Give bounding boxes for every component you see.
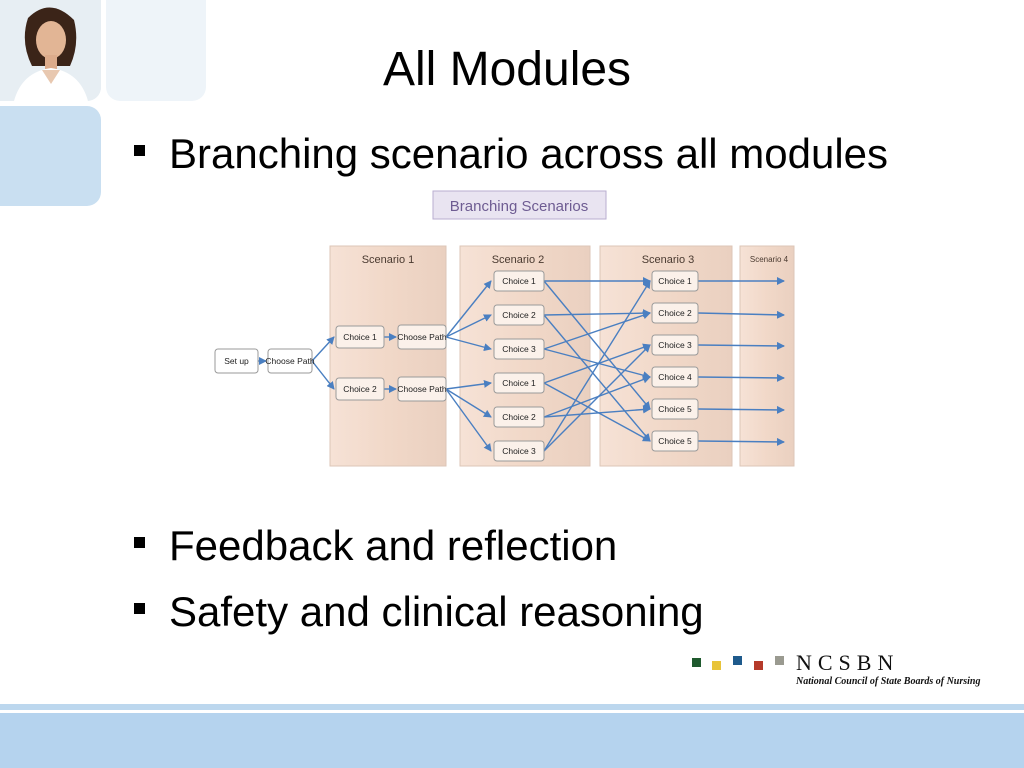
bullet-square-icon [134, 145, 145, 157]
node-choice [493, 270, 545, 292]
portrait-image [0, 0, 101, 101]
node-label: Choice 2 [658, 308, 692, 318]
node-label: Choice 3 [658, 340, 692, 350]
column-label: Scenario 4 [750, 255, 789, 264]
node-choose-path [397, 324, 447, 350]
node-label: Choice 5 [658, 404, 692, 414]
node-label: Choose Path [265, 356, 314, 366]
node-label: Choice 4 [658, 372, 692, 382]
node-label: Choose Path [397, 384, 446, 394]
logo-tagline: National Council of State Boards of Nurs… [796, 676, 981, 687]
node-label: Choice 3 [502, 446, 536, 456]
branching-diagram-svg: Branching Scenarios Scenario 1 Scenario … [214, 190, 795, 467]
node-choice [651, 398, 699, 420]
footer-band [0, 713, 1024, 768]
bullet-item: Safety and clinical reasoning [134, 586, 704, 638]
diagram-heading-box [432, 190, 607, 220]
node-label: Choice 1 [502, 378, 536, 388]
node-label: Choice 5 [658, 436, 692, 446]
footer-divider [0, 704, 1024, 710]
portrait-photo [0, 0, 101, 101]
diagram-heading: Branching Scenarios [450, 198, 588, 215]
node-label: Choice 1 [658, 276, 692, 286]
flow-arrows [258, 277, 785, 452]
node-label: Choice 3 [502, 344, 536, 354]
slide-title: All Modules [382, 43, 632, 96]
node-label: Choice 2 [502, 412, 536, 422]
logo-square-icon [712, 661, 721, 670]
decorative-tile [106, 0, 206, 101]
bullet-square-icon [134, 603, 145, 615]
node-label: Set up [224, 356, 249, 366]
node-label: Choice 2 [343, 384, 377, 394]
node-choice [651, 270, 699, 292]
node-choice [493, 338, 545, 360]
node-label: Choice 2 [502, 310, 536, 320]
branching-diagram: Branching Scenarios Scenario 1 Scenario … [212, 188, 804, 472]
column-label: Scenario 2 [492, 254, 545, 266]
bullet-text: Safety and clinical reasoning [169, 588, 704, 635]
node-choice [651, 430, 699, 452]
decorative-tile [0, 106, 101, 206]
node-choice [493, 440, 545, 462]
logo-square-icon [692, 658, 701, 667]
node-choice [493, 372, 545, 394]
node-label: Choice 1 [502, 276, 536, 286]
bullet-item: Feedback and reflection [134, 520, 617, 572]
node-choice [335, 377, 385, 401]
scenario-column [329, 245, 447, 467]
node-choice [651, 366, 699, 388]
node-label: Choice 1 [343, 332, 377, 342]
node-choice [651, 302, 699, 324]
bullet-item: Branching scenario across all modules [134, 128, 888, 180]
node-choice [335, 325, 385, 349]
logo-square-icon [754, 661, 763, 670]
ncsbn-logo: NCSBN National Council of State Boards o… [692, 650, 982, 694]
bullet-square-icon [134, 537, 145, 549]
node-label: Choose Path [397, 332, 446, 342]
logo-square-icon [775, 656, 784, 665]
bullet-text: Feedback and reflection [169, 522, 618, 569]
bullet-text: Branching scenario across all modules [169, 130, 889, 177]
column-label: Scenario 3 [642, 254, 695, 266]
node-choose-path [267, 348, 313, 374]
node-choice [493, 304, 545, 326]
column-label: Scenario 1 [362, 254, 415, 266]
scenario-column [739, 245, 795, 467]
logo-square-icon [733, 656, 742, 665]
node-set-up [214, 348, 259, 374]
node-choice [651, 334, 699, 356]
logo-wordmark: NCSBN [796, 650, 900, 675]
node-choose-path [397, 376, 447, 402]
node-choice [493, 406, 545, 428]
